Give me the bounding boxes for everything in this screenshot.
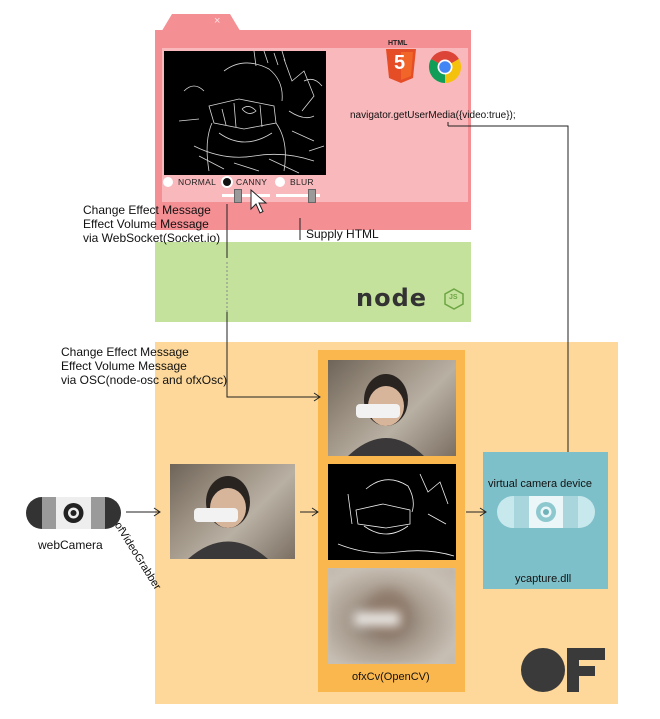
- grabber-opencv-arrowhead: [311, 507, 319, 517]
- html5-logo: HTML 5: [384, 40, 418, 84]
- radio-canny[interactable]: [221, 176, 233, 188]
- nodejs-js-label: JS: [449, 294, 458, 301]
- nodejs-logo-text: node: [356, 284, 428, 312]
- vcam-getusermedia-connector: [448, 125, 569, 452]
- osc-message-line3: via OSC(node-osc and ofxOsc): [61, 373, 228, 387]
- opencv-label: ofxCv(OpenCV): [352, 671, 430, 683]
- getusermedia-code: navigator.getUserMedia({video:true});: [350, 110, 516, 121]
- nodejs-box: [155, 242, 471, 322]
- blur-slider-track[interactable]: [276, 194, 320, 197]
- blur-slider-thumb[interactable]: [308, 189, 316, 203]
- html5-badge-text: HTML: [388, 40, 408, 47]
- osc-connector: [226, 312, 320, 398]
- osc-message-line1: Change Effect Message: [61, 345, 189, 359]
- radio-canny-label: CANNY: [236, 177, 268, 187]
- opencv-canny-frame: [328, 464, 456, 560]
- websocket-message-line2: Effect Volume Message: [83, 217, 209, 231]
- ycapture-label: ycapture.dll: [515, 573, 572, 585]
- nodejs-logo: node: [356, 284, 427, 312]
- opencv-vcam-arrowhead: [479, 507, 487, 517]
- supply-html-label: Supply HTML: [306, 227, 379, 241]
- radio-blur[interactable]: [275, 177, 285, 187]
- radio-normal[interactable]: [163, 177, 173, 187]
- opencv-blur-frame: [328, 568, 456, 664]
- chrome-icon: [428, 50, 462, 84]
- websocket-message-line3: via WebSocket(Socket.io): [83, 231, 221, 245]
- osc-arrowhead: [313, 392, 321, 402]
- virtual-camera-title: virtual camera device: [488, 478, 592, 490]
- virtual-camera-icon: [497, 496, 595, 533]
- webcam-label: webCamera: [38, 538, 103, 552]
- cursor-icon: [250, 188, 268, 220]
- openframeworks-logo: OF: [521, 648, 606, 697]
- opencv-normal-frame: [328, 360, 456, 456]
- canny-slider-thumb[interactable]: [234, 189, 242, 203]
- osc-message-line2: Effect Volume Message: [61, 359, 187, 373]
- videograbber-frame: [170, 464, 295, 559]
- websocket-message-line1: Change Effect Message: [83, 203, 211, 217]
- close-icon: ×: [214, 15, 221, 27]
- canny-preview-image: [164, 50, 326, 175]
- canny-slider-track[interactable]: [222, 194, 270, 197]
- webcam-icon: [26, 497, 121, 534]
- nodejs-js-hexagon-icon: JS: [444, 288, 464, 315]
- webcam-grabber-arrowhead: [153, 507, 161, 517]
- html5-number: 5: [394, 52, 406, 74]
- browser-tab: [160, 14, 242, 34]
- radio-normal-label: NORMAL: [178, 177, 217, 187]
- radio-blur-label: BLUR: [290, 177, 314, 187]
